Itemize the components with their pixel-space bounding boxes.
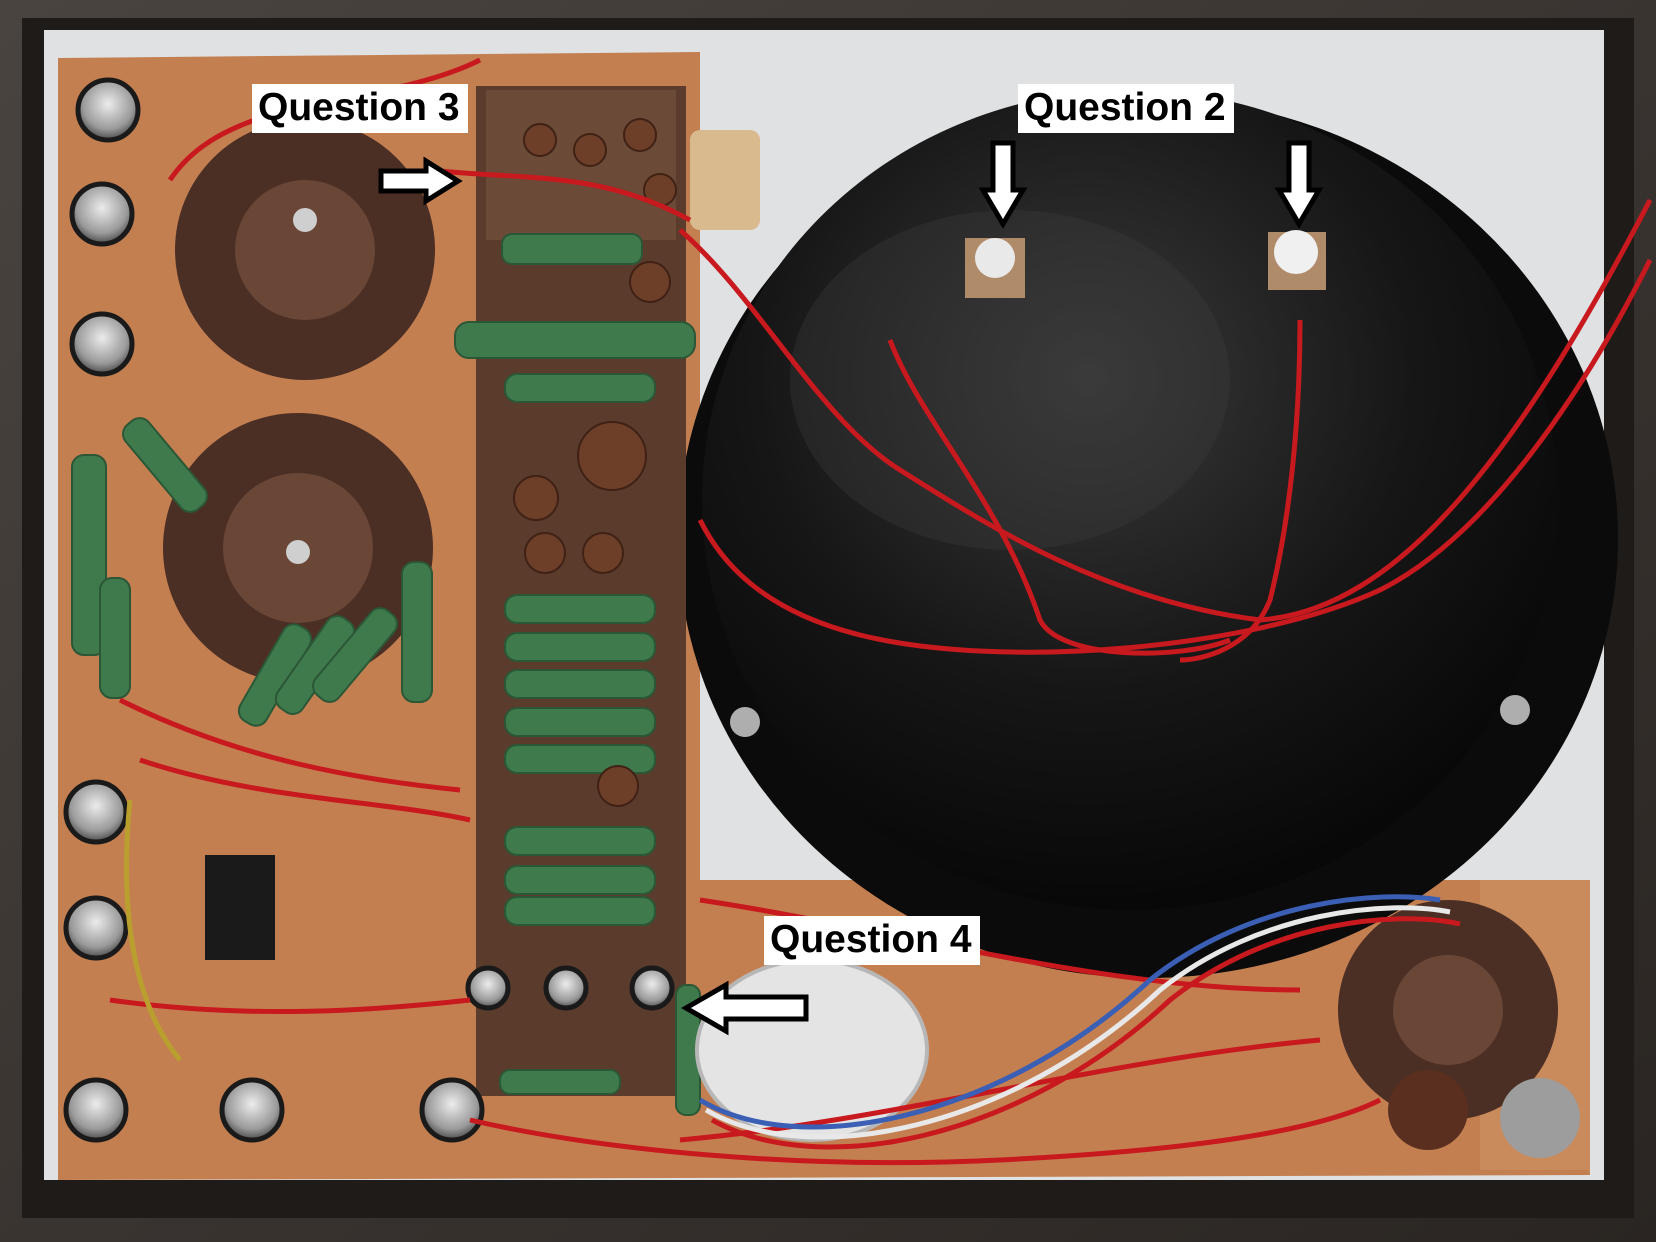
arrow-left-icon: [680, 980, 809, 1036]
arrow-down-icon: [1274, 140, 1324, 229]
arrow-down-icon: [978, 140, 1028, 229]
question-4-label: Question 4: [764, 916, 980, 965]
question-2-label: Question 2: [1018, 84, 1234, 133]
binding-posts: [63, 77, 675, 1143]
small-components: [513, 118, 677, 807]
red-wiring: [109, 57, 1653, 1166]
question-3-label: Question 3: [252, 84, 468, 133]
rotary-switch-upper: [175, 120, 435, 380]
tricolor-cable: [698, 894, 1461, 1150]
toggle-switch: [205, 855, 275, 960]
resistor-bank: [454, 233, 701, 1116]
arrow-right-icon: [378, 156, 463, 206]
rotary-switch-right: [1338, 900, 1580, 1158]
meter-movement: [678, 90, 1618, 978]
rotary-switch-lower: [163, 413, 433, 683]
